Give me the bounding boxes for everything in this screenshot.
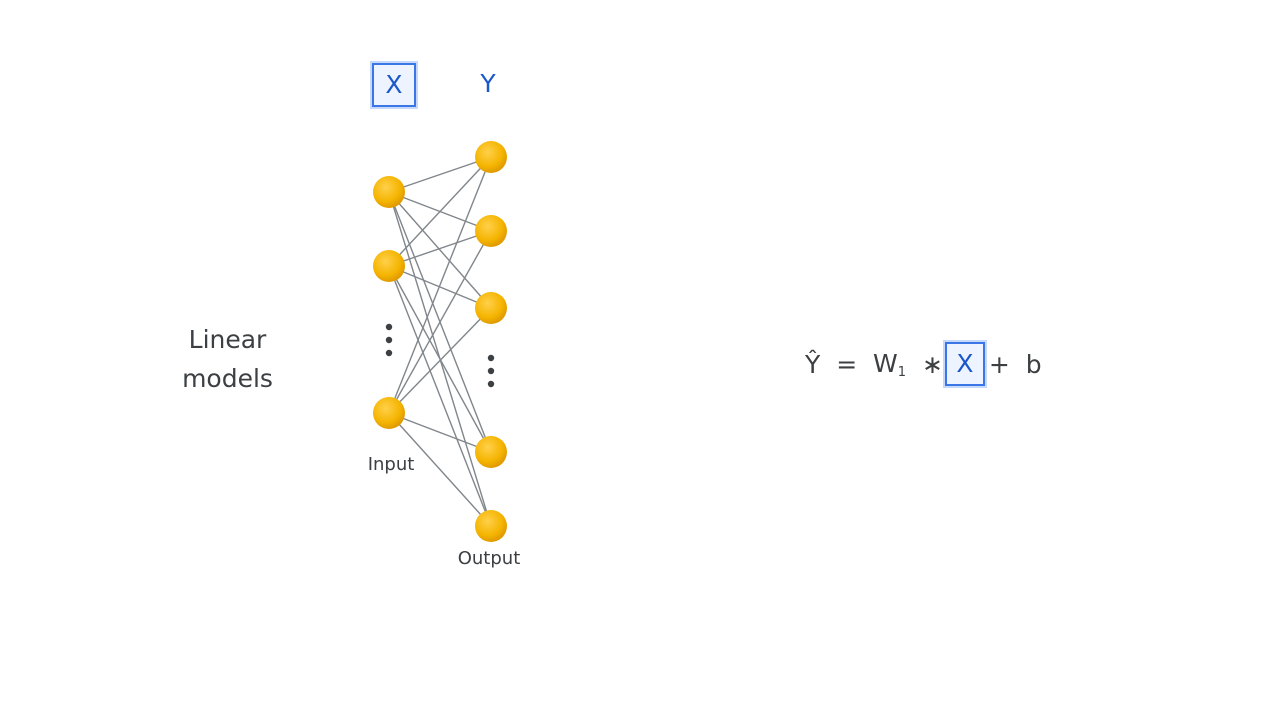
network-edges [388,156,492,527]
input-layer-label: Input [367,454,415,475]
edge-input-2-output-4 [388,265,492,453]
edge-input-1-output-3 [388,191,492,309]
input-header-x: X [372,63,416,107]
equation-x-highlighted: X [944,342,985,386]
output-header-y: Y [480,69,496,98]
input-ellipsis-dot-3 [385,349,393,357]
slide-title: Linear models [150,320,305,398]
linear-equation: Ŷ = W1 ∗ X + b [805,340,1042,388]
input-ellipsis-dot-1 [385,323,393,331]
ellipsis-dots [385,323,495,388]
input-node-2 [373,250,405,282]
equation-equals: = [836,349,858,379]
edge-input-3-output-5 [388,412,492,527]
edge-input-3-output-2 [388,230,492,414]
output-ellipsis-dot-1 [487,354,495,362]
output-node-4 [475,436,507,468]
output-ellipsis-dot-2 [487,367,495,375]
equation-weight: W1 [873,349,906,380]
edge-input-2-output-5 [388,265,492,527]
output-node-1 [475,141,507,173]
title-line-2: models [182,364,273,393]
network-nodes [373,141,507,542]
edge-input-2-output-3 [388,265,492,309]
weight-subscript: 1 [897,364,907,380]
edge-input-1-output-1 [388,156,492,193]
output-layer-label: Output [457,548,521,569]
input-node-1 [373,176,405,208]
output-node-3 [475,292,507,324]
output-node-2 [475,215,507,247]
output-node-5 [475,510,507,542]
weight-symbol: W [873,348,898,378]
input-node-3 [373,397,405,429]
title-line-1: Linear [188,325,267,354]
edge-input-2-output-1 [388,156,492,267]
equation-y-hat: Ŷ [805,349,821,379]
equation-plus: + [988,349,1010,379]
equation-bias: b [1025,349,1042,379]
edge-input-3-output-1 [388,156,492,414]
input-ellipsis-dot-2 [385,336,393,344]
edge-input-3-output-4 [388,412,492,453]
output-ellipsis-dot-3 [487,380,495,388]
edge-input-3-output-3 [388,307,492,414]
edge-input-2-output-2 [388,230,492,267]
equation-times: ∗ [921,349,943,379]
